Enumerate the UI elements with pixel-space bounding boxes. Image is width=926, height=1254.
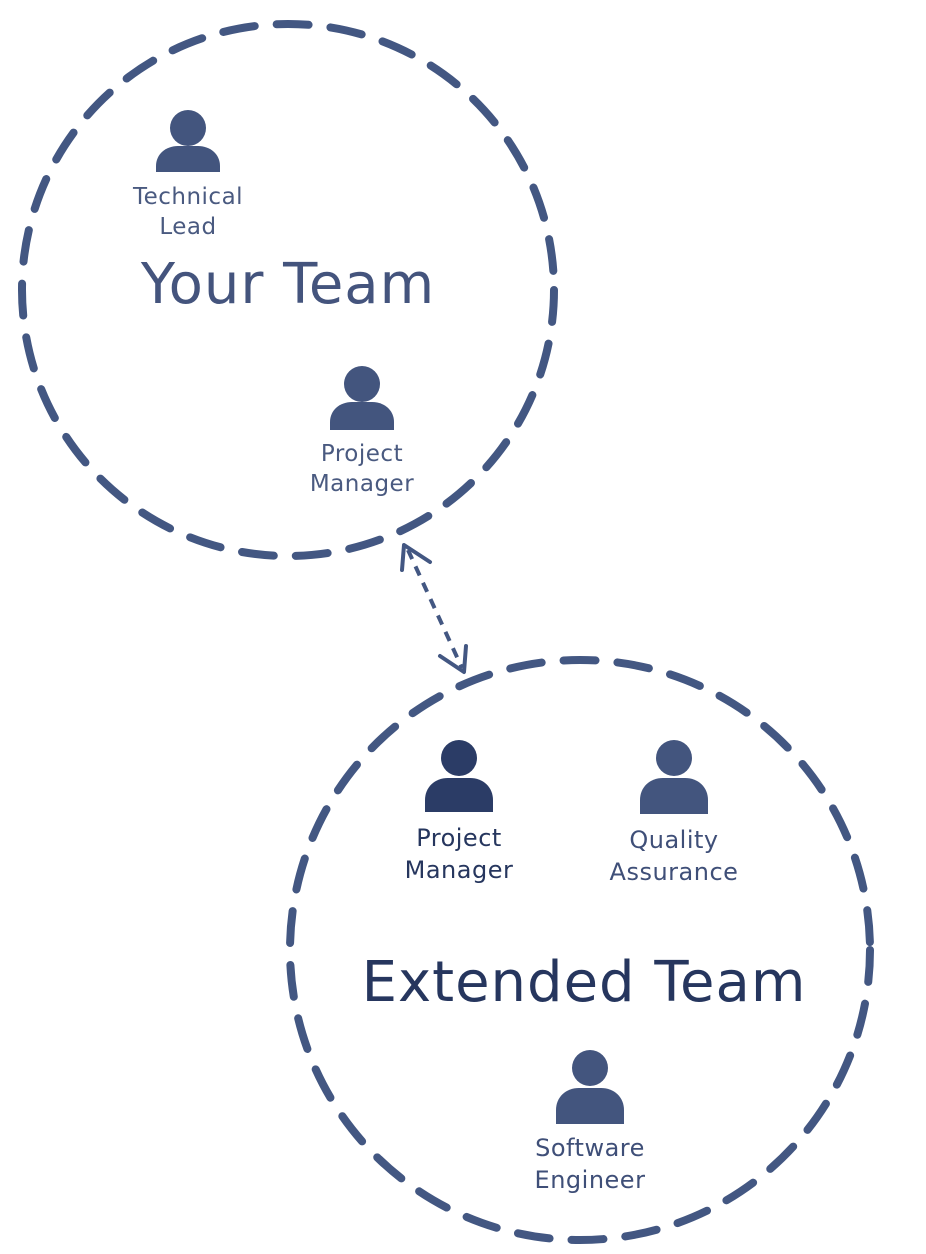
extended-team-project-manager-label-line2: Manager	[404, 856, 514, 884]
extended-team-project-manager-label-line1: Project	[416, 824, 502, 852]
technical-lead-label-line2: Lead	[159, 214, 217, 240]
extended-team-title: Extended Team	[361, 950, 807, 1015]
arrowhead-up-icon	[400, 543, 432, 572]
software-engineer-person-icon	[556, 1050, 624, 1124]
quality-assurance-label-line1: Quality	[629, 826, 719, 854]
technical-lead-label: Technical Lead	[88, 182, 288, 242]
quality-assurance-label: Quality Assurance	[574, 824, 774, 888]
your-team-project-manager-person-icon	[330, 366, 394, 430]
connector-arrow	[400, 543, 468, 674]
your-team-project-manager-label-line1: Project	[320, 441, 404, 467]
quality-assurance-person-icon	[640, 740, 708, 814]
extended-team-project-manager-person-icon	[425, 740, 493, 812]
software-engineer-label-line1: Software	[535, 1134, 645, 1162]
extended-team-project-manager-label: Project Manager	[359, 822, 559, 886]
your-team-project-manager-label: Project Manager	[262, 439, 462, 499]
your-team-circle	[18, 20, 558, 560]
technical-lead-person-icon	[156, 110, 220, 172]
software-engineer-label: Software Engineer	[490, 1132, 690, 1196]
extended-team-circle	[286, 656, 874, 1244]
quality-assurance-label-line2: Assurance	[609, 858, 739, 886]
your-team-title: Your Team	[140, 252, 436, 317]
your-team-project-manager-label-line2: Manager	[309, 471, 415, 497]
technical-lead-label-line1: Technical	[132, 184, 244, 210]
software-engineer-label-line2: Engineer	[534, 1166, 646, 1194]
arrowhead-down-icon	[438, 644, 468, 674]
